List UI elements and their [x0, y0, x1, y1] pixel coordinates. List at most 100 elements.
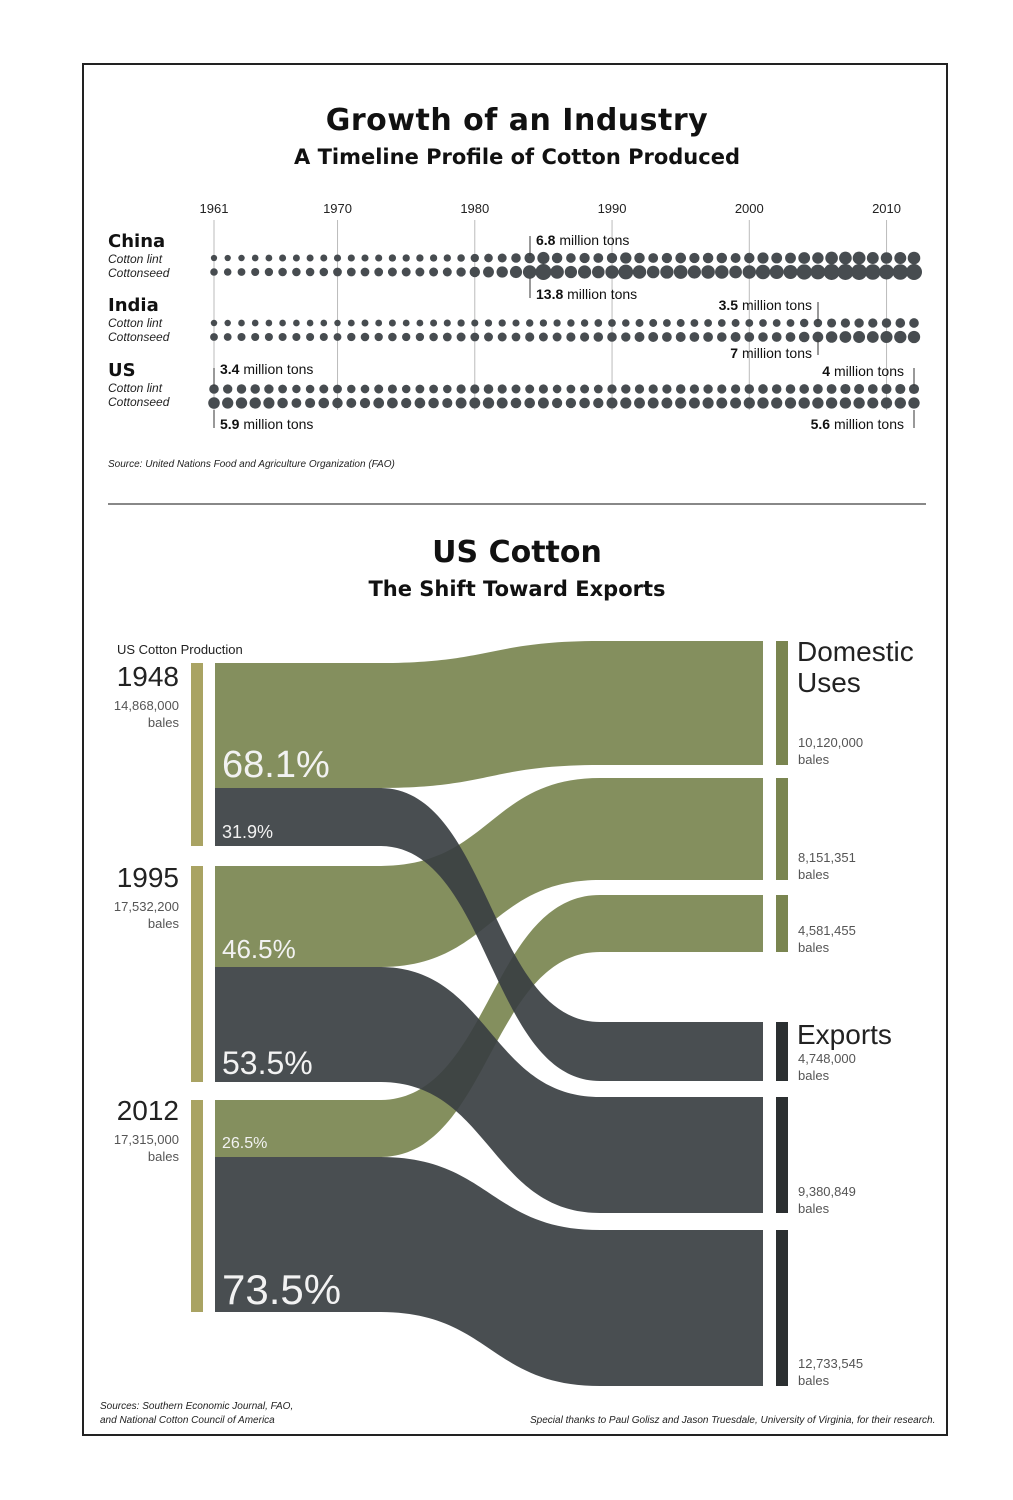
- production-dot: [717, 384, 727, 394]
- production-dot: [839, 251, 852, 265]
- target-bales-unit: bales: [798, 752, 830, 767]
- production-dot: [812, 331, 824, 343]
- production-dot: [675, 384, 686, 394]
- annotation-us-lint-2012: 4 million tons: [822, 363, 904, 379]
- production-dot: [373, 397, 385, 409]
- production-dot: [759, 319, 767, 327]
- production-dot: [825, 331, 838, 343]
- production-dot: [880, 252, 893, 264]
- series-label-seed: Cottonseed: [108, 330, 170, 344]
- production-dot: [223, 333, 232, 341]
- year-tick-label: 1970: [323, 201, 352, 216]
- country-label: India: [108, 295, 159, 316]
- production-dot: [374, 332, 383, 342]
- production-dot: [593, 384, 603, 394]
- production-dot: [648, 384, 658, 394]
- production-dot: [744, 252, 755, 264]
- production-dot: [606, 252, 618, 264]
- production-dot: [223, 268, 232, 276]
- production-dot: [908, 383, 920, 395]
- domestic-target-bar: [776, 641, 788, 765]
- production-dot: [580, 384, 590, 394]
- target-bales-unit: bales: [798, 867, 830, 882]
- production-dot: [456, 332, 466, 342]
- production-dot: [414, 397, 426, 409]
- production-dot: [374, 267, 384, 277]
- production-dot: [456, 384, 466, 394]
- production-dot: [347, 319, 355, 327]
- domestic-flow: [215, 778, 763, 967]
- target-bales-value: 12,733,545: [798, 1356, 863, 1371]
- production-dot: [278, 384, 287, 394]
- production-dot: [319, 384, 329, 394]
- production-dot: [634, 252, 645, 264]
- series-label-lint: Cotton lint: [108, 252, 163, 266]
- production-dot: [632, 265, 647, 279]
- flow-percentage-label: 68.1%: [222, 744, 330, 786]
- production-dot: [484, 253, 493, 263]
- production-dot: [881, 318, 892, 328]
- production-dot: [224, 319, 231, 327]
- production-dot: [689, 384, 700, 394]
- export-target-bar: [776, 1022, 788, 1081]
- production-dot: [907, 330, 921, 344]
- production-dot: [292, 384, 301, 394]
- production-dot: [662, 319, 671, 327]
- production-dot: [716, 252, 728, 264]
- production-dot: [758, 332, 768, 342]
- production-dot: [894, 252, 907, 264]
- production-dot: [866, 252, 879, 264]
- production-dot: [456, 267, 466, 277]
- production-dot: [895, 318, 906, 328]
- target-bales-value: 4,581,455: [798, 923, 856, 938]
- series-label-seed: Cottonseed: [108, 266, 170, 280]
- production-dot: [347, 332, 356, 342]
- production-dot: [564, 265, 578, 279]
- sankey-title: US Cotton: [432, 535, 602, 570]
- production-dot: [865, 264, 881, 280]
- production-dot: [593, 397, 604, 409]
- production-dot: [238, 254, 245, 262]
- production-dot: [251, 267, 260, 277]
- production-dot: [388, 319, 396, 327]
- production-dot: [853, 331, 866, 343]
- production-dot: [429, 267, 439, 277]
- production-dot: [347, 254, 355, 262]
- production-dot: [566, 253, 576, 263]
- production-dot: [401, 267, 411, 277]
- production-dot: [798, 252, 811, 264]
- target-bales-value: 8,151,351: [798, 850, 856, 865]
- production-dot: [744, 384, 755, 394]
- production-dot: [799, 384, 810, 394]
- production-dot: [607, 384, 617, 394]
- production-dot: [634, 332, 645, 342]
- production-dot: [455, 397, 467, 409]
- production-dot: [607, 332, 617, 342]
- production-dot: [758, 384, 768, 394]
- production-dot: [868, 318, 878, 328]
- production-dot: [717, 332, 727, 342]
- target-bales-unit: bales: [798, 1068, 830, 1083]
- flow-percentage-label: 31.9%: [222, 822, 273, 842]
- production-dot: [279, 319, 286, 327]
- production-dot: [292, 267, 301, 277]
- production-dot: [661, 252, 673, 264]
- production-dot: [798, 397, 810, 409]
- production-dot: [401, 384, 411, 394]
- production-dot: [375, 254, 383, 262]
- series-label-seed: Cottonseed: [108, 395, 170, 409]
- production-dot: [689, 332, 700, 342]
- production-dot: [812, 252, 824, 264]
- production-dot: [826, 384, 837, 394]
- production-dot: [264, 332, 273, 342]
- production-dot: [209, 384, 219, 394]
- production-dot: [430, 319, 438, 327]
- production-dot: [264, 267, 274, 277]
- production-dot: [810, 264, 826, 280]
- series-label-lint: Cotton lint: [108, 381, 163, 395]
- production-dot: [647, 397, 659, 409]
- production-dot: [402, 254, 410, 262]
- production-dot: [635, 319, 644, 327]
- year-tick-label: 1961: [200, 201, 229, 216]
